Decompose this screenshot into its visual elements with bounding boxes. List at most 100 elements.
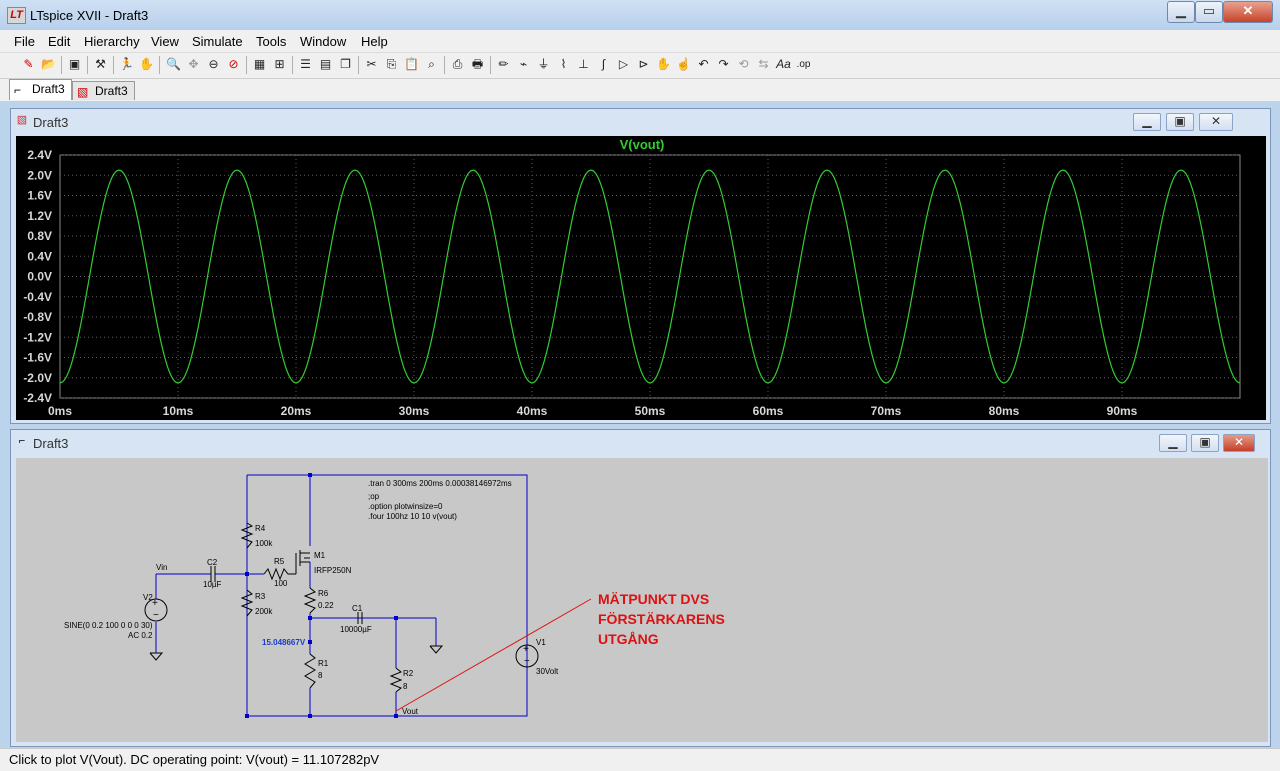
y-tick-label[interactable]: -2.0V bbox=[23, 371, 52, 385]
plot-restore-button[interactable]: ▣ bbox=[1166, 113, 1194, 131]
net-label-vout[interactable]: Vout bbox=[402, 707, 419, 716]
directive-op[interactable]: ;op bbox=[368, 492, 380, 501]
label-r4[interactable]: R4 bbox=[255, 524, 266, 533]
value-v2-sine[interactable]: SINE(0 0.2 100 0 0 0 30) bbox=[64, 621, 153, 630]
copy-icon[interactable]: ⎘ bbox=[386, 57, 397, 71]
trace-label[interactable]: V(vout) bbox=[620, 137, 665, 152]
menu-simulate[interactable]: Simulate bbox=[192, 34, 243, 49]
menu-file[interactable]: File bbox=[14, 34, 35, 49]
x-tick-label[interactable]: 20ms bbox=[281, 404, 312, 418]
directive-four[interactable]: .four 100hz 10 10 v(vout) bbox=[368, 512, 457, 521]
save-icon[interactable]: ▣ bbox=[68, 57, 81, 71]
menu-help[interactable]: Help bbox=[361, 34, 388, 49]
y-tick-label[interactable]: 1.2V bbox=[27, 209, 52, 223]
x-tick-label[interactable]: 70ms bbox=[871, 404, 902, 418]
find-icon[interactable]: ⌕ bbox=[428, 57, 435, 71]
op-voltage-label[interactable]: 15.048667V bbox=[262, 638, 306, 647]
label-net-icon[interactable]: ⌁ bbox=[519, 57, 528, 71]
mirror-icon[interactable]: ⇆ bbox=[758, 57, 769, 71]
value-r3[interactable]: 200k bbox=[255, 607, 273, 616]
minimize-button[interactable]: ▁ bbox=[1167, 1, 1195, 23]
x-tick-label[interactable]: 90ms bbox=[1107, 404, 1138, 418]
menu-edit[interactable]: Edit bbox=[48, 34, 71, 49]
label-v2[interactable]: V2 bbox=[143, 593, 153, 602]
label-r6[interactable]: R6 bbox=[318, 589, 329, 598]
y-tick-label[interactable]: 2.0V bbox=[27, 168, 52, 182]
y-tick-label[interactable]: 2.4V bbox=[27, 148, 52, 162]
component-icon[interactable]: ⊳ bbox=[638, 57, 649, 71]
zoom-out-icon[interactable]: ⊖ bbox=[208, 57, 219, 71]
x-tick-label[interactable]: 0ms bbox=[48, 404, 72, 418]
inductor-icon[interactable]: ∫ bbox=[601, 57, 606, 71]
directive-tran[interactable]: .tran 0 300ms 200ms 0.00038146972ms bbox=[368, 479, 512, 488]
maximize-button[interactable]: ▭ bbox=[1195, 1, 1223, 23]
rotate-icon[interactable]: ⟲ bbox=[738, 57, 749, 71]
value-r5[interactable]: 100 bbox=[274, 579, 288, 588]
x-tick-label[interactable]: 40ms bbox=[517, 404, 548, 418]
move-icon[interactable]: ✋ bbox=[656, 57, 671, 71]
print-icon[interactable]: 🖶 bbox=[471, 57, 484, 71]
schematic-window[interactable]: ⌐ Draft3 ▁ ▣ ✕ bbox=[10, 429, 1271, 747]
label-c1[interactable]: C1 bbox=[352, 604, 363, 613]
x-tick-label[interactable]: 50ms bbox=[635, 404, 666, 418]
schematic-close-button[interactable]: ✕ bbox=[1223, 434, 1255, 452]
cascade-icon[interactable]: ❐ bbox=[340, 57, 351, 71]
y-tick-label[interactable]: 1.6V bbox=[27, 189, 52, 203]
directive-option[interactable]: .option plotwinsize=0 bbox=[368, 502, 443, 511]
menu-hierarchy[interactable]: Hierarchy bbox=[84, 34, 140, 49]
y-tick-label[interactable]: -1.2V bbox=[23, 330, 52, 344]
plot-minimize-button[interactable]: ▁ bbox=[1133, 113, 1161, 131]
tab-waveform-draft3[interactable]: ▧ Draft3 bbox=[72, 81, 135, 100]
drag-icon[interactable]: ☝ bbox=[676, 57, 691, 71]
menu-view[interactable]: View bbox=[151, 34, 179, 49]
x-tick-label[interactable]: 10ms bbox=[163, 404, 194, 418]
fit-icon[interactable]: ⊞ bbox=[274, 57, 285, 71]
tile-vertical-icon[interactable]: ▤ bbox=[319, 57, 332, 71]
annotation-text[interactable]: MÄTPUNKT DVS FÖRSTÄRKARENS UTGÅNG bbox=[598, 591, 725, 647]
zoom-in-icon[interactable]: 🔍 bbox=[166, 57, 181, 71]
trace-vout[interactable] bbox=[59, 169, 1241, 384]
draw-wire-icon[interactable]: ✏ bbox=[498, 57, 509, 71]
value-v2-ac[interactable]: AC 0.2 bbox=[128, 631, 153, 640]
tab-schematic-draft3[interactable]: ⌐ Draft3 bbox=[9, 79, 72, 100]
value-r2[interactable]: 8 bbox=[403, 682, 408, 691]
value-r1[interactable]: 8 bbox=[318, 671, 323, 680]
print-setup-icon[interactable]: ⎙ bbox=[452, 57, 463, 71]
value-m1[interactable]: IRFP250N bbox=[314, 566, 352, 575]
value-r6[interactable]: 0.22 bbox=[318, 601, 334, 610]
run-icon[interactable]: 🏃 bbox=[119, 57, 134, 71]
plot-close-button[interactable]: ✕ bbox=[1199, 113, 1233, 131]
label-r3[interactable]: R3 bbox=[255, 592, 266, 601]
diode-icon[interactable]: ▷ bbox=[618, 57, 629, 71]
control-panel-icon[interactable]: ⚒ bbox=[95, 57, 106, 71]
schematic-minimize-button[interactable]: ▁ bbox=[1159, 434, 1187, 452]
value-r4[interactable]: 100k bbox=[255, 539, 273, 548]
schematic-canvas[interactable]: + − + − .tran 0 300ms 200ms 0.0003814697… bbox=[16, 458, 1268, 742]
autorange-icon[interactable]: ▦ bbox=[253, 57, 266, 71]
paste-icon[interactable]: 📋 bbox=[404, 57, 419, 71]
value-c1[interactable]: 10000µF bbox=[340, 625, 372, 634]
y-tick-label[interactable]: 0.4V bbox=[27, 249, 52, 263]
resistor-icon[interactable]: ⌇ bbox=[560, 57, 567, 71]
zoom-pan-icon[interactable]: ✥ bbox=[188, 57, 199, 71]
x-tick-label[interactable]: 80ms bbox=[989, 404, 1020, 418]
y-tick-label[interactable]: -2.4V bbox=[23, 391, 52, 405]
label-r5[interactable]: R5 bbox=[274, 557, 285, 566]
schematic-restore-button[interactable]: ▣ bbox=[1191, 434, 1219, 452]
label-r1[interactable]: R1 bbox=[318, 659, 329, 668]
new-schematic-icon[interactable]: ✎ bbox=[23, 57, 34, 71]
y-tick-label[interactable]: -0.4V bbox=[23, 290, 52, 304]
close-button[interactable]: ✕ bbox=[1223, 1, 1273, 23]
undo-icon[interactable]: ↶ bbox=[698, 57, 709, 71]
ground-icon[interactable]: ⏚ bbox=[537, 57, 550, 71]
x-tick-label[interactable]: 60ms bbox=[753, 404, 784, 418]
value-c2[interactable]: 10µF bbox=[203, 580, 222, 589]
value-v1[interactable]: 30Volt bbox=[536, 667, 559, 676]
spice-directives[interactable]: .tran 0 300ms 200ms 0.00038146972ms ;op … bbox=[368, 479, 512, 521]
tile-horizontal-icon[interactable]: ☰ bbox=[300, 57, 311, 71]
spice-directive-icon[interactable]: .op bbox=[796, 59, 811, 70]
y-tick-label[interactable]: -0.8V bbox=[23, 310, 52, 324]
zoom-cancel-icon[interactable]: ⊘ bbox=[228, 57, 239, 71]
label-v1[interactable]: V1 bbox=[536, 638, 546, 647]
